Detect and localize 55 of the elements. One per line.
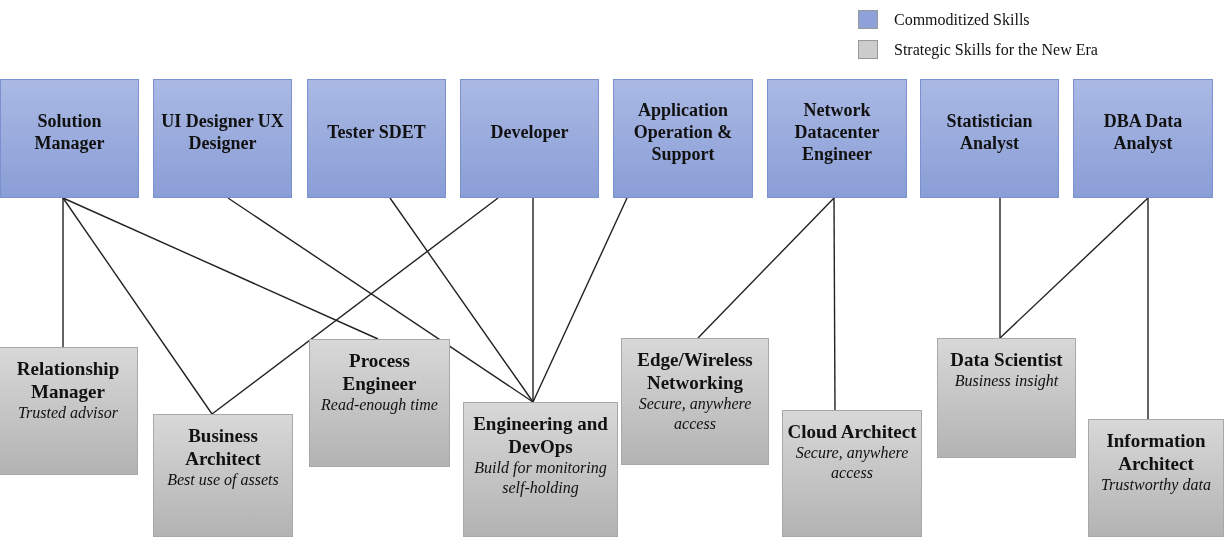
role-box xyxy=(920,79,1059,198)
skill-box xyxy=(153,414,293,537)
skill-box xyxy=(463,402,618,537)
role-title: DBA Data Analyst xyxy=(1102,109,1184,154)
skill-box xyxy=(1088,419,1224,537)
role-title: Developer xyxy=(490,120,569,143)
role-description: Secure, anywhere access xyxy=(794,443,910,483)
role-title: Business Architect xyxy=(184,424,262,470)
role-box xyxy=(307,79,446,198)
connector-line xyxy=(999,197,1001,339)
connector-line xyxy=(999,197,1149,339)
role-title: Engineering and DevOps xyxy=(472,412,609,458)
role-description: Trusted advisor xyxy=(18,403,118,423)
connector-line xyxy=(62,197,379,340)
role-title: Application Operation & Support xyxy=(632,98,734,165)
role-description: Read-enough time xyxy=(321,395,438,415)
skill-box xyxy=(0,347,138,475)
connector-line xyxy=(227,197,534,403)
connector-line xyxy=(62,197,64,348)
role-description: Trustworthy data xyxy=(1101,475,1211,495)
role-description: Business insight xyxy=(954,371,1059,391)
role-description: Secure, anywhere access xyxy=(637,394,753,434)
skill-box xyxy=(309,339,450,467)
role-title: Solution Manager xyxy=(33,109,106,154)
skill-box xyxy=(782,410,922,537)
role-box xyxy=(1073,79,1213,198)
role-title: Information Architect xyxy=(1105,429,1207,475)
connector-line xyxy=(532,197,534,403)
role-title: Network Datacenter Engineer xyxy=(793,98,881,165)
role-box xyxy=(460,79,599,198)
skill-box xyxy=(937,338,1076,458)
role-title: Relationship Manager xyxy=(15,357,121,403)
connector-line xyxy=(532,197,628,403)
connector-line xyxy=(833,197,836,411)
skill-box xyxy=(621,338,769,465)
legend-label: Strategic Skills for the New Era xyxy=(894,40,1098,59)
role-box xyxy=(613,79,753,198)
role-title: Process Engineer xyxy=(341,349,418,395)
role-title: Tester SDET xyxy=(327,120,426,143)
connector-line xyxy=(211,197,499,415)
legend-label: Commoditized Skills xyxy=(894,10,1030,29)
connector-line xyxy=(389,197,534,403)
role-title: Data Scientist xyxy=(950,348,1063,371)
role-box xyxy=(767,79,907,198)
connector-line xyxy=(62,197,213,415)
connector-line xyxy=(1147,197,1149,420)
role-box xyxy=(153,79,292,198)
role-box xyxy=(0,79,139,198)
connector-line xyxy=(697,197,835,339)
role-title: Cloud Architect xyxy=(787,420,917,443)
role-title: UI Designer UX Designer xyxy=(160,109,285,154)
role-description: Best use of assets xyxy=(167,470,279,490)
role-title: Statistician Analyst xyxy=(945,109,1034,154)
role-title: Edge/Wireless Networking xyxy=(636,348,754,394)
role-description: Build for monitoring self-holding xyxy=(473,458,608,498)
